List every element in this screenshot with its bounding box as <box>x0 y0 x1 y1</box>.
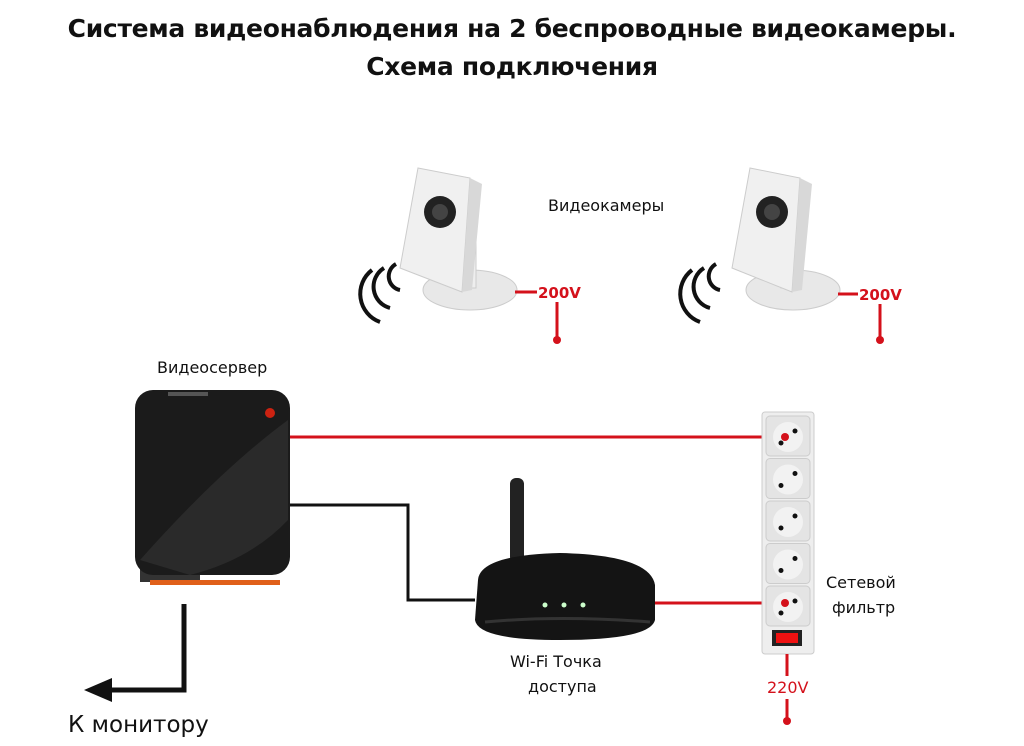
title-line-2: Схема подключения <box>366 52 658 81</box>
camera-1-voltage: 200V <box>538 284 581 302</box>
power-strip <box>761 411 815 655</box>
wireless-icon <box>358 262 401 324</box>
mains-voltage: 220V <box>767 678 809 697</box>
server-label: Видеосервер <box>157 358 268 377</box>
monitor-arrow <box>84 604 187 702</box>
video-server <box>135 390 290 585</box>
power-icon <box>265 408 275 418</box>
camera-1 <box>399 167 518 311</box>
camera-2 <box>731 167 841 311</box>
wifi-router <box>475 478 655 640</box>
camera-2-voltage: 200V <box>859 286 902 304</box>
monitor-label: К монитору <box>68 712 209 738</box>
router-label-line-2: доступа <box>528 677 597 696</box>
router-label-line-1: Wi-Fi Точка <box>510 652 602 671</box>
filter-label-line-2: фильтр <box>832 598 896 617</box>
server-router-cable <box>290 503 475 602</box>
cameras-label: Видеокамеры <box>548 196 665 215</box>
title-line-1: Система видеонаблюдения на 2 беспроводны… <box>67 14 957 43</box>
filter-label-line-1: Сетевой <box>826 573 896 592</box>
wireless-icon <box>678 262 721 324</box>
